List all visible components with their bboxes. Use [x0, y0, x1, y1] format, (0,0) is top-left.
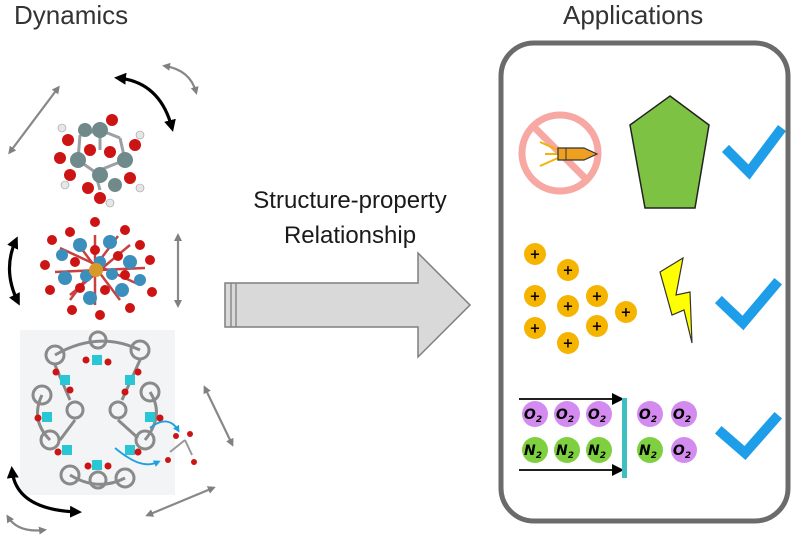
- applications-heading: Applications: [563, 0, 704, 30]
- checkmark-icon: [721, 125, 786, 180]
- n2-molecule: N2: [554, 437, 580, 463]
- relationship-label-line2: Relationship: [283, 222, 417, 249]
- ion-icon: +: [557, 259, 579, 281]
- ion-icon: +: [586, 315, 608, 337]
- relationship-arrow: [224, 251, 472, 359]
- mof-cage-metal-nodes: [42, 355, 155, 470]
- motion-arrows: [6, 62, 234, 535]
- mof-cage-oxygen-atoms: [34, 356, 164, 470]
- ion-icon: +: [524, 285, 546, 307]
- molecule-middle: [40, 217, 157, 320]
- n2-molecule: N2: [586, 437, 612, 463]
- o2-molecule: O2: [671, 437, 697, 463]
- membrane-icon: [622, 398, 627, 478]
- svg-text:+: +: [621, 306, 632, 321]
- rotate-arrow-icon: [162, 62, 199, 95]
- ion-icon: +: [524, 317, 546, 339]
- checkmark-icon: [714, 411, 783, 461]
- o2-molecule: O2: [522, 401, 548, 427]
- ion-icon: +: [615, 301, 637, 323]
- lightning-icon: [659, 256, 693, 344]
- ion-icon: +: [586, 285, 608, 307]
- o2-molecule: O2: [554, 401, 580, 427]
- svg-text:+: +: [563, 300, 574, 315]
- molecule-middle-central-atom: [89, 263, 103, 277]
- relationship-label-line1: Structure-property: [253, 187, 447, 214]
- ion-row: + + + + + + + + +: [524, 243, 783, 354]
- pentagon-icon: [629, 95, 710, 209]
- checkmark-icon: [714, 277, 783, 331]
- molecule-middle-metal-atoms: [56, 235, 146, 305]
- svg-text:+: +: [530, 290, 541, 305]
- guest-path-arrow-2: [149, 420, 180, 433]
- o2-molecule: O2: [671, 401, 697, 427]
- svg-text:+: +: [530, 248, 541, 263]
- rotate-arrow-icon: [6, 466, 82, 518]
- svg-text:+: +: [592, 290, 603, 305]
- explosive-row: [518, 95, 786, 209]
- molecule-middle-oxygen-atoms: [40, 217, 157, 320]
- molecule-top-oxygen-atoms: [54, 114, 141, 204]
- rotate-arrow-icon: [114, 72, 176, 132]
- dynamics-heading: Dynamics: [14, 0, 129, 30]
- rotate-arrow-icon: [6, 514, 47, 535]
- molecule-top-hydrogen-atoms: [57, 123, 145, 208]
- molecule-top: [54, 114, 145, 208]
- molecule-top-metal-atoms: [70, 122, 133, 192]
- guest-path-arrow: [114, 447, 161, 467]
- ion-icon: +: [557, 295, 579, 317]
- double-arrow-icon: [203, 385, 234, 447]
- ion-cluster: + + + + + + + + +: [524, 243, 637, 354]
- ion-icon: +: [557, 332, 579, 354]
- guest-molecule: [165, 431, 197, 465]
- double-arrow-icon: [8, 85, 60, 155]
- mof-cage: [20, 330, 197, 495]
- n2-molecule: N2: [637, 437, 663, 463]
- svg-text:+: +: [592, 320, 603, 335]
- svg-text:+: +: [563, 264, 574, 279]
- n2-molecule: N2: [522, 437, 548, 463]
- o2-molecule: O2: [586, 401, 612, 427]
- svg-text:+: +: [563, 337, 574, 352]
- double-arrow-icon: [145, 486, 216, 517]
- bullet-icon: [539, 141, 599, 167]
- o2-molecule: O2: [637, 401, 663, 427]
- rotate-arrow-icon: [7, 236, 20, 306]
- svg-text:+: +: [530, 322, 541, 337]
- ion-icon: +: [524, 243, 546, 265]
